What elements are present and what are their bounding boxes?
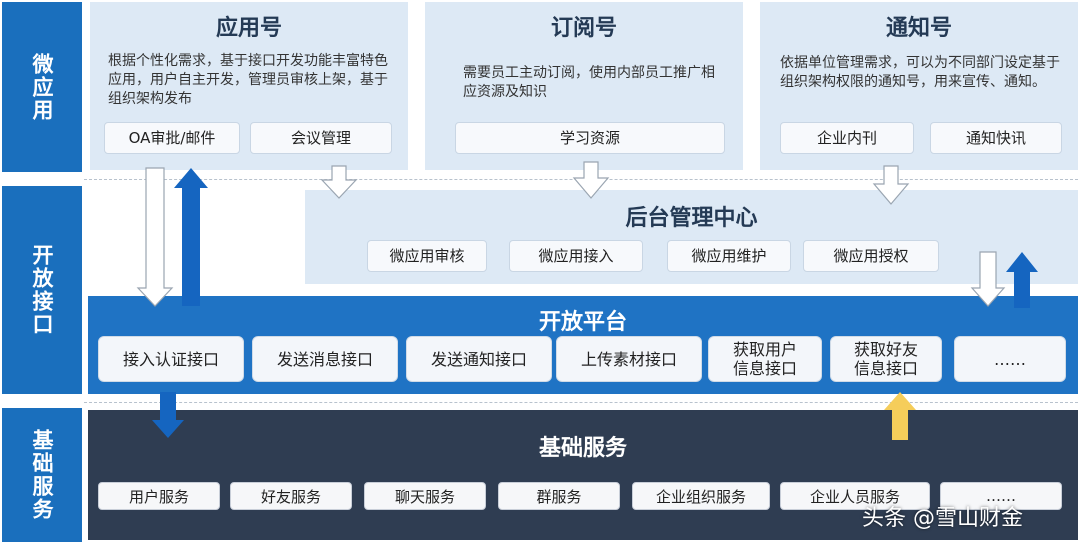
- chip-get-friend-info-interface[interactable]: 获取好友 信息接口: [830, 336, 942, 382]
- side-label-basic-service: 基础服务: [2, 408, 82, 542]
- backend-title: 后台管理中心: [625, 206, 758, 231]
- arrow-down-blue-icon: [152, 392, 184, 438]
- chip-notification-news[interactable]: 通知快讯: [930, 122, 1062, 154]
- arrow-up-blue-icon: [1006, 252, 1038, 308]
- chip-upload-material-interface[interactable]: 上传素材接口: [556, 336, 702, 382]
- chip-send-notification-interface[interactable]: 发送通知接口: [406, 336, 552, 382]
- chip-staff-service[interactable]: 企业人员服务: [780, 482, 930, 510]
- arrow-down-hollow-icon: [970, 251, 1006, 307]
- app-panel-application: 应用号 根据个性化需求，基于接口开发功能丰富特色应用，用户自主开发，管理员审核上…: [90, 2, 408, 170]
- panel-description: 需要员工主动订阅，使用内部员工推广相应资源及知识: [463, 65, 715, 100]
- chip-meeting-management[interactable]: 会议管理: [250, 122, 392, 154]
- panel-title: 通知号: [885, 16, 952, 41]
- panel-description: 根据个性化需求，基于接口开发功能丰富特色应用，用户自主开发，管理员审核上架，基于…: [108, 53, 388, 107]
- chip-send-message-interface[interactable]: 发送消息接口: [252, 336, 398, 382]
- watermark-text: 头条 @雪山财金: [862, 506, 1023, 531]
- open-platform: 开放平台 接入认证接口 发送消息接口 发送通知接口 上传素材接口 获取用户 信息…: [88, 296, 1078, 394]
- chip-more[interactable]: ……: [940, 482, 1062, 510]
- chip-oa-approval[interactable]: OA审批/邮件: [104, 122, 240, 154]
- panel-title: 订阅号: [550, 16, 617, 41]
- chip-group-service[interactable]: 群服务: [498, 482, 620, 510]
- arrow-down-hollow-icon: [320, 165, 358, 199]
- platform-title: 开放平台: [538, 310, 627, 335]
- app-panel-notification: 通知号 依据单位管理需求，可以为不同部门设定基于组织架构权限的通知号，用来宣传、…: [760, 2, 1078, 170]
- panel-title: 应用号: [215, 16, 282, 41]
- chip-org-service[interactable]: 企业组织服务: [632, 482, 770, 510]
- chip-chat-service[interactable]: 聊天服务: [364, 482, 486, 510]
- chip-user-service[interactable]: 用户服务: [98, 482, 220, 510]
- arrow-down-hollow-icon: [572, 161, 610, 199]
- arrow-up-blue-icon: [174, 168, 208, 306]
- arrow-up-yellow-icon: [884, 392, 916, 440]
- panel-description: 依据单位管理需求，可以为不同部门设定基于组织架构权限的通知号，用来宣传、通知。: [780, 55, 1060, 90]
- chip-microapp-review[interactable]: 微应用审核: [367, 240, 487, 272]
- chip-learning-resources[interactable]: 学习资源: [455, 122, 725, 154]
- divider: [84, 402, 1078, 403]
- chip-get-user-info-interface[interactable]: 获取用户 信息接口: [708, 336, 822, 382]
- chip-friend-service[interactable]: 好友服务: [230, 482, 352, 510]
- app-panel-subscription: 订阅号 需要员工主动订阅，使用内部员工推广相应资源及知识 学习资源: [425, 2, 743, 170]
- arrow-down-hollow-icon: [136, 167, 174, 307]
- chip-more[interactable]: ……: [954, 336, 1066, 382]
- chip-microapp-access[interactable]: 微应用接入: [509, 240, 643, 272]
- backend-management-center: 后台管理中心 微应用审核 微应用接入 微应用维护 微应用授权: [305, 190, 1078, 284]
- basic-services: 基础服务 用户服务 好友服务 聊天服务 群服务 企业组织服务 企业人员服务 ……: [88, 410, 1078, 540]
- chip-microapp-authorization[interactable]: 微应用授权: [803, 240, 939, 272]
- chip-internal-journal[interactable]: 企业内刊: [780, 122, 914, 154]
- chip-auth-interface[interactable]: 接入认证接口: [98, 336, 244, 382]
- side-label-open-api: 开放接口: [2, 186, 82, 394]
- chip-microapp-maintenance[interactable]: 微应用维护: [667, 240, 791, 272]
- arrow-down-hollow-icon: [872, 165, 910, 205]
- basic-title: 基础服务: [538, 436, 627, 461]
- side-label-micro-app: 微应用: [2, 2, 82, 172]
